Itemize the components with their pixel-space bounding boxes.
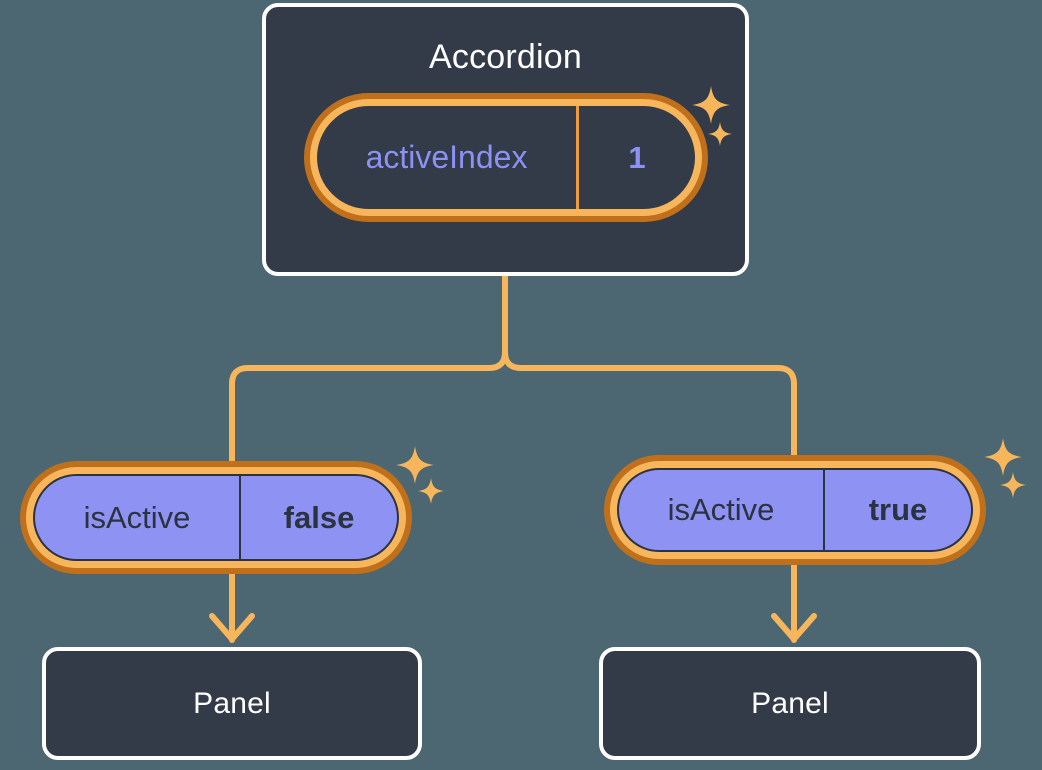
pill-body: isActive true: [617, 468, 973, 552]
arrow-right-head-chevron-down-icon: [771, 613, 817, 642]
prop-key-isactive-right: isActive: [619, 470, 825, 550]
prop-key-isactive-left: isActive: [35, 476, 241, 559]
tree-connector-path: [229, 273, 797, 465]
sparkle-big-left-icon: [396, 446, 434, 484]
accordion-title: Accordion: [429, 38, 582, 76]
arrow-left-head-chevron-down-icon: [209, 613, 255, 642]
sparkle-small-right-icon: [1000, 472, 1026, 498]
panel-title-right: Panel: [751, 686, 829, 720]
panel-title-left: Panel: [193, 686, 271, 720]
pill-outer-ring: isActive true: [610, 461, 980, 559]
prop-value-isactive-left: false: [283, 499, 355, 535]
prop-pill-isactive-false[interactable]: isActive false: [20, 461, 412, 574]
panel-component-box-left[interactable]: Panel: [42, 647, 422, 760]
prop-pill-activeindex[interactable]: activeIndex 1: [304, 93, 708, 222]
pill-body: activeIndex 1: [317, 106, 695, 209]
prop-key-activeindex: activeIndex: [317, 106, 579, 209]
prop-value-isactive-right: true: [868, 492, 928, 527]
prop-pill-isactive-true[interactable]: isActive true: [604, 455, 986, 565]
sparkle-big-right-icon: [984, 438, 1022, 476]
sparkle-small-left-icon: [418, 478, 444, 504]
pill-outer-ring: isActive false: [26, 467, 406, 568]
prop-value-activeindex: 1: [628, 139, 646, 175]
pill-outer-ring: activeIndex 1: [310, 99, 702, 216]
pill-body: isActive false: [33, 474, 399, 561]
panel-component-box-right[interactable]: Panel: [599, 647, 981, 760]
